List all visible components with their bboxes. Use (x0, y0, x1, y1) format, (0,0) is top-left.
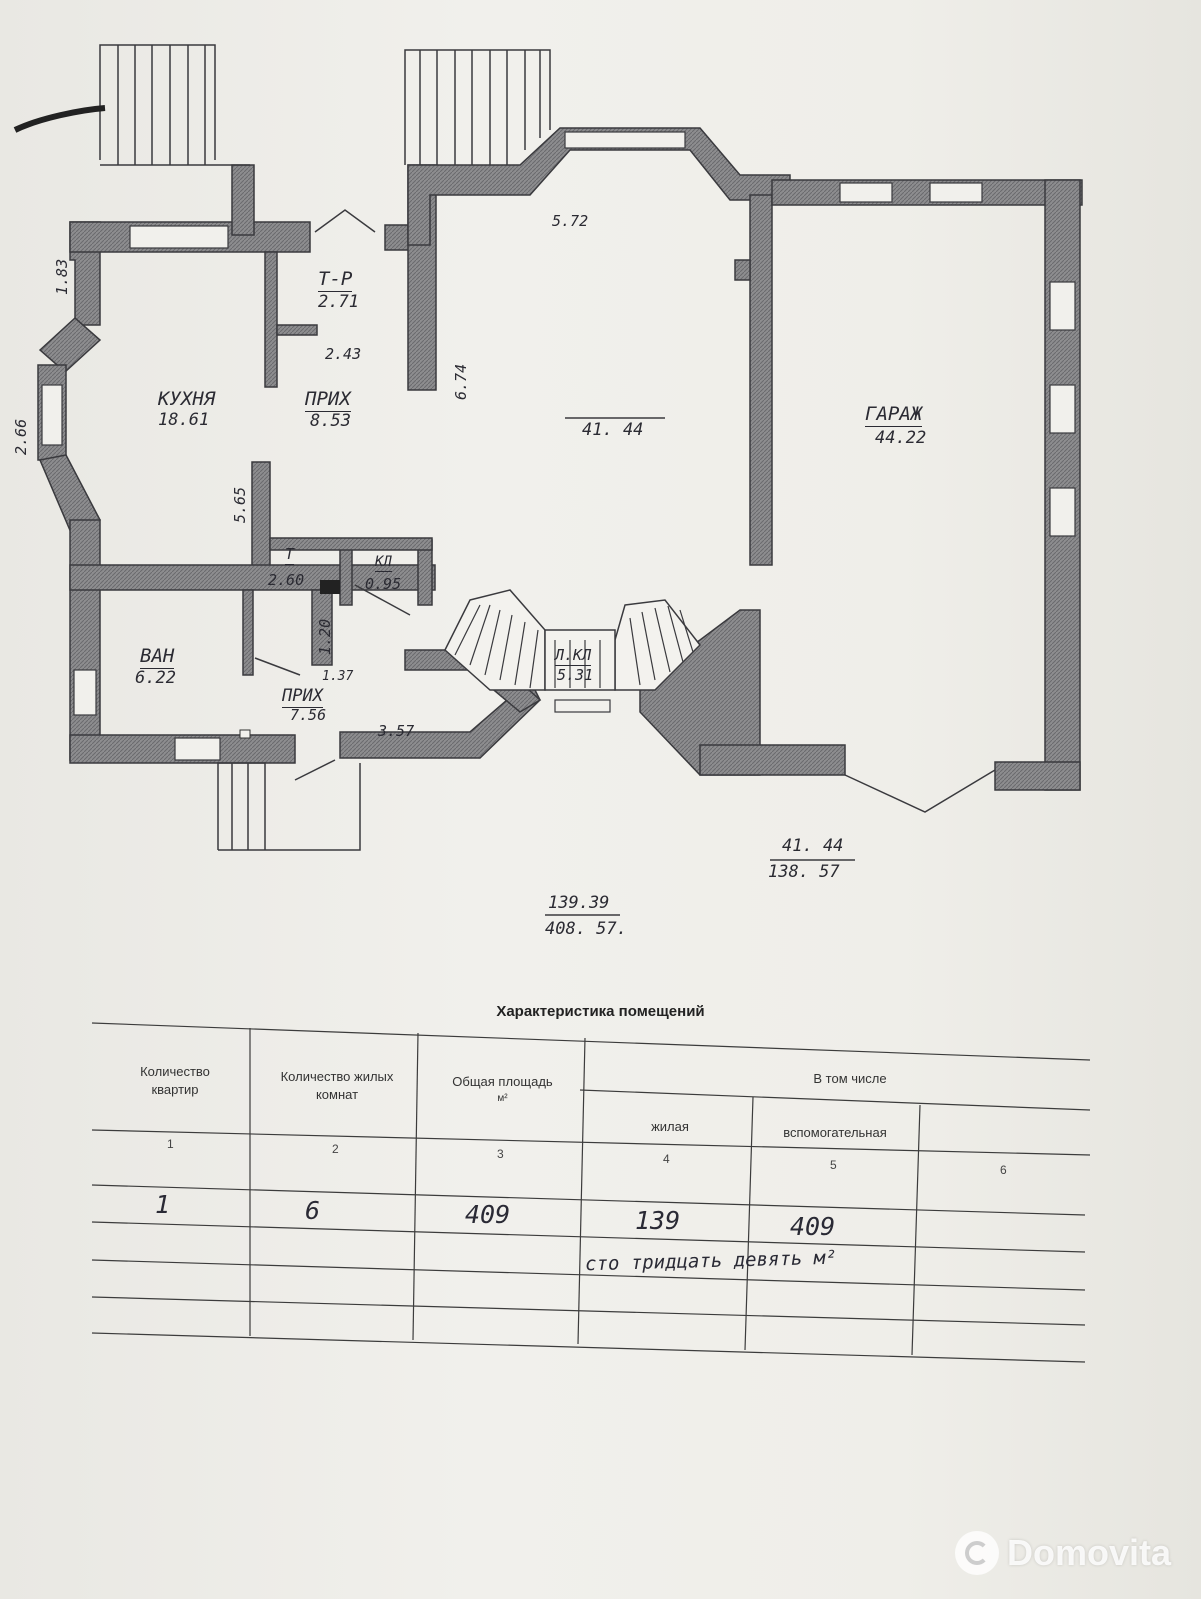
dim-243: 2.43 (325, 345, 362, 363)
domovita-watermark: Domovita (954, 1531, 1171, 1575)
header-including: В том числе (813, 1071, 887, 1086)
stair-name: Л.КЛ (555, 646, 592, 666)
wall-garage-top (771, 179, 1083, 206)
dim-674: 6.74 (452, 363, 470, 400)
pantry-name: КЛ (375, 554, 392, 572)
header-total-area-unit: м² (497, 1093, 508, 1104)
pantry-area: 0.95 (365, 575, 402, 593)
value-living-rooms: 6 (305, 1196, 321, 1225)
value-in-words: сто тридцать девять м² (584, 1246, 837, 1276)
hall-bottom-area: 7.56 (290, 706, 327, 724)
living-area: 41. 44 (582, 420, 644, 440)
dim-137: 1.37 (322, 669, 354, 684)
wall-shelf (276, 324, 318, 336)
hall-top-name: ПРИХ (305, 388, 351, 412)
dim-357: 3.57 (378, 722, 415, 740)
hall-top-area: 8.53 (310, 411, 351, 431)
total-garage-bottom: 138. 57 (768, 862, 840, 882)
dim-572: 5.72 (552, 212, 589, 230)
kitchen-name: КУХНЯ (158, 388, 216, 410)
col-number-4: 4 (663, 1152, 670, 1166)
wc-name: Т (285, 545, 295, 565)
total-all-top: 139.39 (548, 893, 610, 913)
wall-stair-arm-right (639, 609, 761, 776)
wall-stub-top (231, 164, 255, 236)
hall-bottom-name: ПРИХ (282, 686, 323, 708)
dim-183: 1.83 (53, 258, 71, 295)
wall-left-lower (69, 519, 101, 761)
wall-kitchen-right (264, 251, 278, 388)
wall-garage-right (1044, 179, 1081, 791)
stair-area: 5.31 (557, 666, 594, 684)
wall-bottom-right (699, 744, 846, 776)
floor-plan (13, 44, 1083, 916)
wall-garage-bottom (994, 761, 1081, 791)
col-number-6: 6 (1000, 1163, 1007, 1177)
header-apartments: Количество квартир (140, 1064, 210, 1097)
total-garage-top: 41. 44 (782, 836, 844, 856)
value-apartments: 1 (155, 1190, 171, 1219)
value-auxiliary-area: 409 (790, 1212, 836, 1241)
value-total-area: 409 (465, 1200, 511, 1229)
header-living-rooms: Количество жилых комнат (280, 1069, 394, 1102)
toilet-room-name: Т-Р (318, 268, 353, 292)
wall-top-bay (407, 127, 791, 246)
header-living: жилая (651, 1119, 689, 1134)
dim-266: 2.66 (12, 418, 30, 455)
watermark-text: Domovita (1006, 1532, 1171, 1573)
wall-living-stub (734, 259, 751, 281)
col-number-2: 2 (332, 1142, 339, 1156)
wall-bay-top (38, 316, 102, 374)
header-auxiliary: вспомогательная (783, 1125, 887, 1140)
domovita-logo-icon (954, 1531, 999, 1575)
stair-left-flight (444, 589, 546, 691)
dim-120: 1.20 (316, 618, 334, 655)
dim-565: 5.65 (231, 486, 249, 523)
wall-pantry-top (269, 537, 433, 551)
kitchen-area: 18.61 (158, 410, 210, 430)
toilet-room-area: 2.71 (318, 292, 359, 312)
col-number-3: 3 (497, 1147, 504, 1161)
col-number-5: 5 (830, 1158, 837, 1172)
wc-area: 2.60 (268, 571, 305, 589)
bath-name: ВАН (140, 645, 175, 669)
table-title: Характеристика помещений (496, 1003, 705, 1020)
wall-living-right (749, 194, 773, 566)
total-all-bottom: 408. 57. (545, 919, 627, 939)
header-total-area: Общая площадь (452, 1074, 553, 1089)
garage-area: 44.22 (875, 428, 927, 448)
value-living-area: 139 (635, 1206, 681, 1235)
wall-bath-right (242, 589, 254, 676)
garage-name: ГАРАЖ (865, 403, 923, 427)
bath-area: 6.22 (135, 668, 176, 688)
col-number-1: 1 (167, 1137, 174, 1151)
stair-landing (544, 629, 616, 691)
